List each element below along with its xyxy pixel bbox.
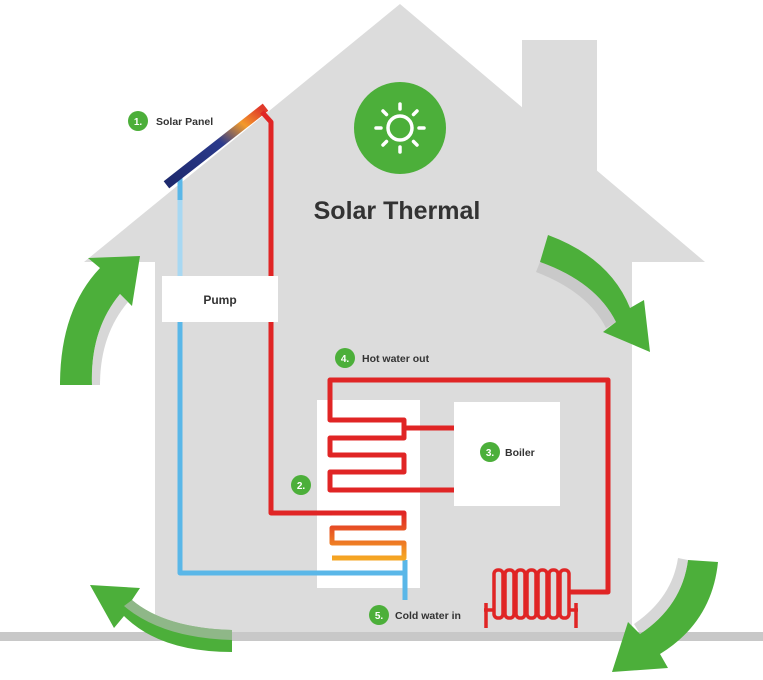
solar-panel [163,103,269,189]
ground-line [0,632,763,641]
boiler-box [454,402,560,506]
label-cold-water-in: 5. Cold water in [369,605,461,625]
solar-panel-label: Solar Panel [156,116,213,128]
page-title: Solar Thermal [314,197,481,225]
circular-arrow-icon [60,256,140,385]
svg-text:4.: 4. [341,354,350,365]
boiler-label: Boiler [505,447,535,459]
sun-badge [354,82,446,174]
svg-text:2.: 2. [297,481,306,492]
pump-label: Pump [203,293,236,307]
sun-icon [374,102,426,154]
circular-arrow-icon [540,235,650,352]
label-hot-water-out: 4. Hot water out [335,348,430,368]
circular-arrow-icon [612,560,718,672]
upper-coil [327,398,454,493]
svg-text:5.: 5. [375,611,384,622]
hot-supply-pipe [260,110,332,516]
radiator-icon [484,568,578,628]
pump-box [162,276,278,322]
circular-arrows [60,235,718,672]
lower-coil [329,510,407,561]
hot-water-out-label: Hot water out [362,353,430,365]
cold-water-in-label: Cold water in [395,610,461,622]
svg-text:1.: 1. [134,117,143,128]
hot-water-loop [327,377,611,595]
label-coil: 2. [291,475,311,495]
svg-text:3.: 3. [486,448,495,459]
label-boiler: 3. Boiler [480,442,535,462]
label-solar-panel: 1. Solar Panel [128,111,213,131]
